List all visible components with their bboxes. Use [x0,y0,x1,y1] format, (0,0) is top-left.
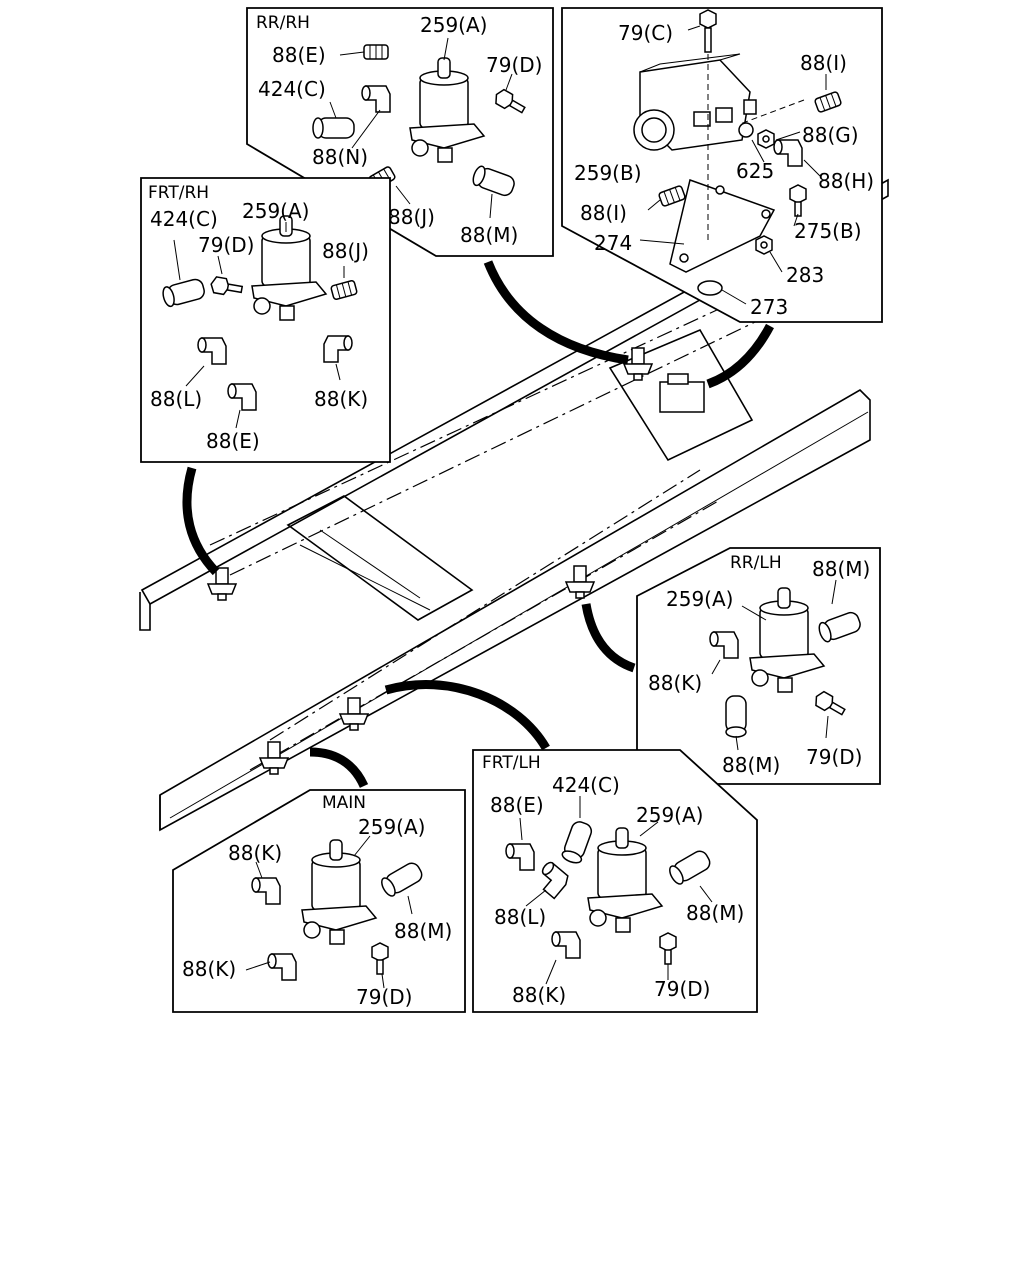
label-rr-rh-88n: 88(N) [312,145,368,169]
label-frt-rh-88k: 88(K) [314,387,368,411]
label-frt-rh-259a: 259(A) [242,199,309,223]
label-rr-rh-88j: 88(J) [388,205,435,229]
label-rr-rh-88e: 88(E) [272,43,326,67]
label-block-88h: 88(H) [818,169,874,193]
label-block-88i-bottom: 88(I) [580,201,627,225]
label-frt-lh-88e: 88(E) [490,793,544,817]
chassis-frame [139,178,889,832]
label-frt-rh-79d: 79(D) [198,233,254,257]
valve-block-259b [633,53,757,151]
label-main-79d: 79(D) [356,985,412,1009]
frame-valve-frt-lh [339,697,369,731]
label-main-88k-top: 88(K) [228,841,282,865]
label-rr-rh-88m: 88(M) [460,223,518,247]
label-block-275b: 275(B) [794,219,862,243]
label-block-274: 274 [594,231,632,255]
label-main-88m: 88(M) [394,919,452,943]
panel-rr-lh: RR/LH 88(M) 259(A) 88(K) 88(M) 79(D) [636,547,881,785]
label-frt-lh-79d: 79(D) [654,977,710,1001]
label-rr-rh-424c: 424(C) [258,77,326,101]
label-block-273: 273 [750,295,788,319]
frame-valve-main [259,741,289,775]
label-frt-rh-88l: 88(L) [150,387,202,411]
label-block-79c: 79(C) [618,21,673,45]
label-block-283: 283 [786,263,824,287]
label-rr-lh-88m-bottom: 88(M) [722,753,780,777]
label-block-88g: 88(G) [802,123,859,147]
label-frt-lh-88l: 88(L) [494,905,546,929]
panel-rr-rh: RR/RH 259(A) 88(E) 424(C) 79(D) 88(N) 88… [246,7,554,257]
label-frt-rh-88j: 88(J) [322,239,369,263]
label-block-625: 625 [736,159,774,183]
panel-frt-lh: FRT/LH 424(C) 88(E) 259(A) 88(L) 88(M) 8… [472,749,758,1013]
label-rr-lh-259a: 259(A) [666,587,733,611]
panel-frt-rh: FRT/RH 424(C) 259(A) 79(D) 88(J) 88(L) 8… [140,177,391,463]
label-rr-lh-79d: 79(D) [806,745,862,769]
label-frt-rh-424c: 424(C) [150,207,218,231]
panel-title-rr-rh: RR/RH [256,13,310,33]
label-rr-rh-259a: 259(A) [420,13,487,37]
label-rr-rh-79d: 79(D) [486,53,542,77]
panel-title-frt-rh: FRT/RH [148,183,209,203]
bracket-274 [669,179,776,273]
label-frt-lh-259a: 259(A) [636,803,703,827]
label-main-259a: 259(A) [358,815,425,839]
panel-title-rr-lh: RR/LH [730,553,782,573]
label-block-259b: 259(B) [574,161,642,185]
panel-main: MAIN 88(K) 259(A) 88(M) 88(K) 79(D) [172,789,466,1013]
panel-title-frt-lh: FRT/LH [482,753,541,773]
label-main-88k-bottom: 88(K) [182,957,236,981]
label-frt-lh-424c: 424(C) [552,773,620,797]
label-frt-lh-88k: 88(K) [512,983,566,1007]
panel-title-main: MAIN [322,793,366,813]
panel-block: 79(C) 88(I) 88(G) 259(B) 625 88(H) 88(I)… [561,7,883,323]
label-frt-lh-88m: 88(M) [686,901,744,925]
label-rr-lh-88k: 88(K) [648,671,702,695]
frame-valve-block [659,373,705,413]
bolt-79c [699,9,717,53]
label-rr-lh-88m-top: 88(M) [812,557,870,581]
leader-arcs [182,260,774,788]
label-block-88i-top: 88(I) [800,51,847,75]
label-frt-rh-88e: 88(E) [206,429,260,453]
